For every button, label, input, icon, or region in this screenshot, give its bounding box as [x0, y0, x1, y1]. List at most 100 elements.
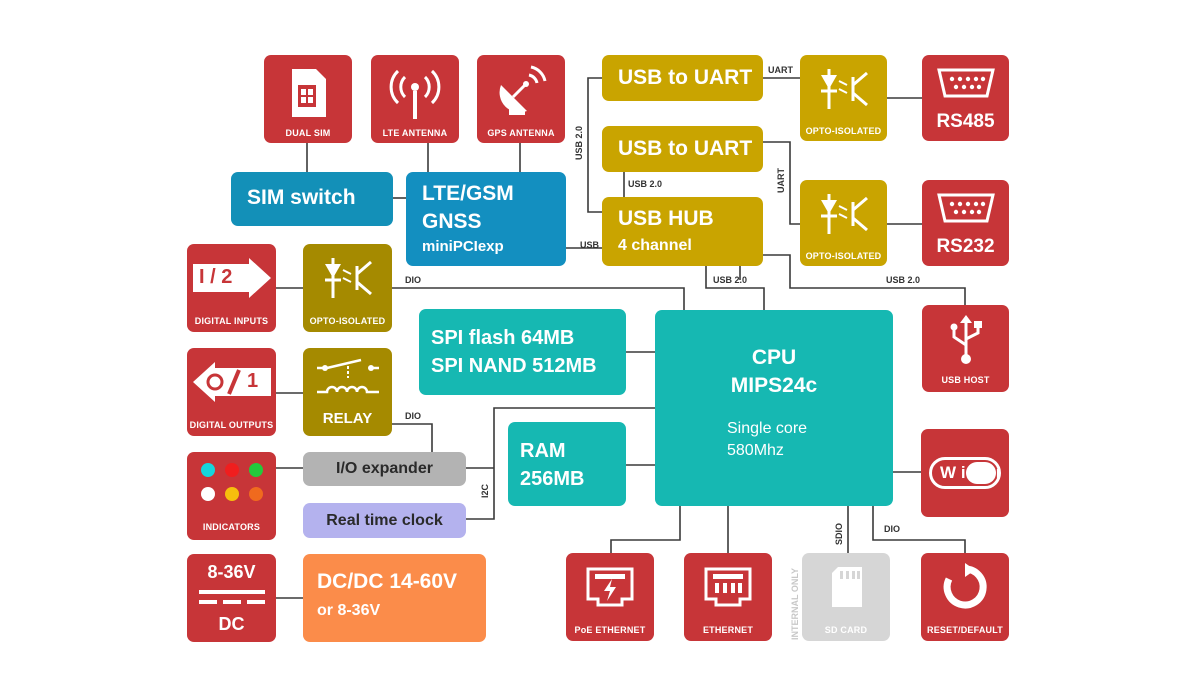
- optocoupler-icon: [325, 258, 372, 298]
- dcdc-alt-label: or 8-36V: [317, 602, 381, 619]
- modem-lte-label: LTE/GSM: [422, 182, 514, 205]
- lte-antenna-caption: LTE ANTENNA: [382, 128, 448, 138]
- rs485-label: RS485: [936, 111, 995, 132]
- opto-isolated-2-block: OPTO-ISOLATED: [800, 180, 887, 266]
- dcdc-block: DC/DC 14-60V or 8-36V: [303, 554, 486, 642]
- arrow-left-icon: [193, 362, 271, 402]
- sd-card-block: SD CARD: [802, 553, 890, 641]
- usb-hub-label: USB HUB: [618, 207, 714, 230]
- usb-label: USB: [580, 240, 600, 250]
- rs485-block: RS485: [922, 55, 1009, 141]
- dual-sim-caption: DUAL SIM: [285, 128, 331, 138]
- sim-switch-label: SIM switch: [247, 186, 356, 209]
- internal-only-note: INTERNAL ONLY: [790, 567, 800, 640]
- gps-antenna-caption: GPS ANTENNA: [487, 128, 555, 138]
- opto-isolated-3-block: OPTO-ISOLATED: [303, 244, 392, 332]
- rtc-block: Real time clock: [303, 503, 466, 538]
- antenna-icon: [389, 69, 441, 119]
- opto-isolated-1-caption: OPTO-ISOLATED: [805, 126, 882, 136]
- cpu-block: CPU MIPS24c Single core 580Mhz: [655, 310, 893, 506]
- relay-block: RELAY: [303, 348, 392, 436]
- dio-reset-label: DIO: [884, 524, 900, 534]
- i2c-label: I2C: [480, 483, 490, 498]
- sdio-label: SDIO: [834, 523, 844, 545]
- digital-inputs-badge: I / 2: [199, 266, 233, 288]
- digital-outputs-block: 1 DIGITAL OUTPUTS: [187, 348, 276, 436]
- arrow-right-icon: [193, 258, 271, 298]
- io-expander-label: I/O expander: [336, 460, 433, 477]
- ethernet-caption: ETHERNET: [702, 625, 754, 635]
- relay-label: RELAY: [322, 410, 373, 427]
- rs232-label: RS232: [936, 236, 995, 257]
- serial-port-icon: [937, 193, 995, 223]
- dc-power-block: 8-36V DC: [187, 554, 276, 642]
- satellite-dish-icon: [499, 65, 547, 115]
- spi-nand-label: SPI NAND 512MB: [431, 355, 597, 377]
- status-leds-icon: [201, 463, 263, 501]
- modem-block: LTE/GSM GNSS miniPCIexp: [406, 172, 566, 266]
- opto-isolated-1-block: OPTO-ISOLATED: [800, 55, 887, 141]
- sd-card-icon: [832, 567, 862, 607]
- gps-antenna-block: GPS ANTENNA: [477, 55, 565, 143]
- usb20-hub-top-label: USB 2.0: [628, 179, 662, 189]
- indicators-block: INDICATORS: [187, 452, 276, 540]
- lte-antenna-block: LTE ANTENNA: [371, 55, 459, 143]
- optocoupler-icon: [821, 194, 868, 234]
- io-expander-block: I/O expander: [303, 452, 466, 486]
- modem-gnss-label: GNSS: [422, 210, 482, 233]
- ethernet-block: ETHERNET: [684, 553, 772, 641]
- usb-to-uart-1-block: USB to UART: [602, 55, 763, 101]
- dio-relay-label: DIO: [405, 411, 421, 421]
- dc-voltage-label: 8-36V: [207, 562, 256, 582]
- optocoupler-icon: [821, 69, 868, 109]
- digital-inputs-block: I / 2 DIGITAL INPUTS: [187, 244, 276, 332]
- usb-icon: [950, 315, 982, 364]
- usb-to-uart-1-label: USB to UART: [618, 66, 753, 89]
- digital-inputs-caption: DIGITAL INPUTS: [194, 316, 269, 326]
- ram-size-label: 256MB: [520, 468, 585, 490]
- reset-caption: RESET/DEFAULT: [927, 625, 1003, 635]
- usb20-vertical-label: USB 2.0: [574, 126, 584, 160]
- rs232-block: RS232: [922, 180, 1009, 266]
- opto-isolated-2-caption: OPTO-ISOLATED: [805, 251, 882, 261]
- wifi-block: Wi Fi: [921, 429, 1009, 517]
- digital-outputs-caption: DIGITAL OUTPUTS: [189, 420, 274, 430]
- relay-switch-icon: [317, 358, 379, 394]
- usb-hub-channels-label: 4 channel: [618, 237, 692, 254]
- reset-block: RESET/DEFAULT: [921, 553, 1009, 641]
- sim-card-icon: [292, 69, 326, 117]
- spi-flash-label: SPI flash 64MB: [431, 327, 575, 349]
- opto-isolated-3-caption: OPTO-ISOLATED: [309, 316, 386, 326]
- modem-interface-label: miniPCIexp: [422, 238, 504, 255]
- ram-label: RAM: [520, 440, 566, 462]
- usb20-cpu-label: USB 2.0: [713, 275, 747, 285]
- dual-sim-block: DUAL SIM: [264, 55, 352, 143]
- usb-to-uart-2-block: USB to UART: [602, 126, 763, 172]
- cpu-clock-label: 580Mhz: [727, 442, 784, 459]
- wifi-icon: Wi Fi: [929, 457, 1001, 489]
- sim-switch-block: SIM switch: [231, 172, 393, 226]
- dcdc-range-label: DC/DC 14-60V: [317, 570, 458, 593]
- spi-flash-block: SPI flash 64MB SPI NAND 512MB: [419, 309, 626, 395]
- ethernet-port-icon: [704, 567, 752, 607]
- cpu-cores-label: Single core: [727, 420, 808, 437]
- poe-ethernet-block: PoE ETHERNET: [566, 553, 654, 641]
- wifi-label: Wi Fi: [940, 463, 1006, 482]
- dc-label: DC: [218, 614, 245, 634]
- dio-inputs-label: DIO: [405, 275, 421, 285]
- reset-icon: [943, 563, 987, 609]
- rtc-label: Real time clock: [326, 512, 443, 529]
- ram-block: RAM 256MB: [508, 422, 626, 506]
- uart-top-label: UART: [768, 65, 793, 75]
- uart-side-label: UART: [776, 168, 786, 193]
- dc-symbol-icon: [199, 590, 265, 604]
- sd-card-caption: SD CARD: [824, 625, 868, 635]
- serial-port-icon: [937, 68, 995, 98]
- poe-ethernet-caption: PoE ETHERNET: [574, 625, 646, 635]
- usb-hub-block: USB HUB 4 channel: [602, 197, 763, 266]
- usb-host-caption: USB HOST: [941, 375, 990, 385]
- usb20-host-label: USB 2.0: [886, 275, 920, 285]
- cpu-arch-label: MIPS24c: [730, 374, 818, 397]
